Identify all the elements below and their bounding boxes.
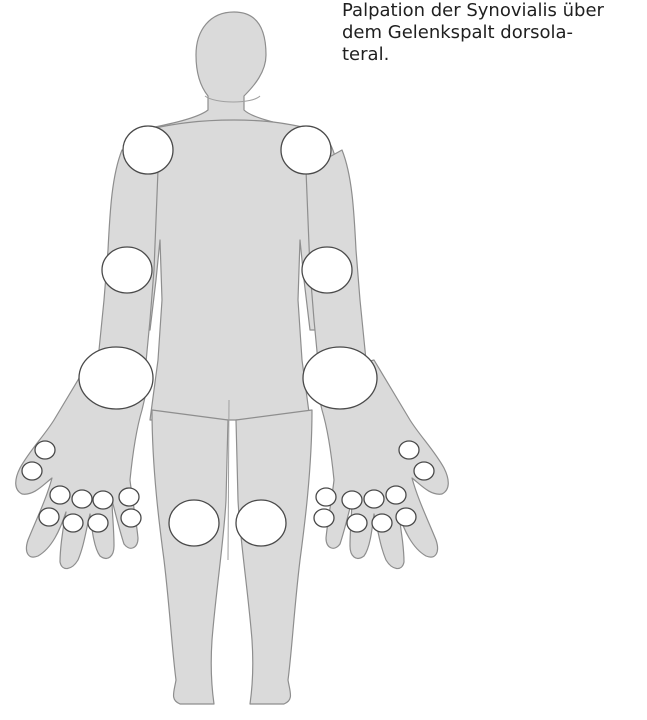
joint-hand-right-1[interactable]: [35, 441, 55, 459]
joint-hand-left-2[interactable]: [414, 462, 434, 480]
joint-hand-left-5[interactable]: [342, 491, 362, 509]
joint-hand-left-6[interactable]: [316, 488, 336, 506]
head: [150, 12, 300, 128]
right-leg: [152, 410, 228, 704]
joint-hand-left-7[interactable]: [396, 508, 416, 526]
joint-hand-right-5[interactable]: [93, 491, 113, 509]
joint-hand-right-10[interactable]: [121, 509, 141, 527]
joint-elbow-right[interactable]: [102, 247, 152, 293]
joint-hand-right-2[interactable]: [22, 462, 42, 480]
body-silhouette: [16, 12, 449, 704]
joint-hand-right-8[interactable]: [63, 514, 83, 532]
joint-hand-right-4[interactable]: [72, 490, 92, 508]
joint-hand-left-4[interactable]: [364, 490, 384, 508]
joint-wrist-left[interactable]: [303, 347, 377, 409]
joint-shoulder-right[interactable]: [123, 126, 173, 174]
joint-knee-left[interactable]: [236, 500, 286, 546]
joint-hand-left-3[interactable]: [386, 486, 406, 504]
joint-hand-left-10[interactable]: [314, 509, 334, 527]
joint-hand-right-9[interactable]: [88, 514, 108, 532]
joint-shoulder-left[interactable]: [281, 126, 331, 174]
joint-hand-left-9[interactable]: [347, 514, 367, 532]
joint-hand-left-8[interactable]: [372, 514, 392, 532]
joint-wrist-right[interactable]: [79, 347, 153, 409]
joint-elbow-left[interactable]: [302, 247, 352, 293]
joint-hand-right-6[interactable]: [119, 488, 139, 506]
joint-knee-right[interactable]: [169, 500, 219, 546]
joint-hand-left-1[interactable]: [399, 441, 419, 459]
joint-hand-right-7[interactable]: [39, 508, 59, 526]
left-leg: [236, 410, 312, 704]
joint-hand-right-3[interactable]: [50, 486, 70, 504]
